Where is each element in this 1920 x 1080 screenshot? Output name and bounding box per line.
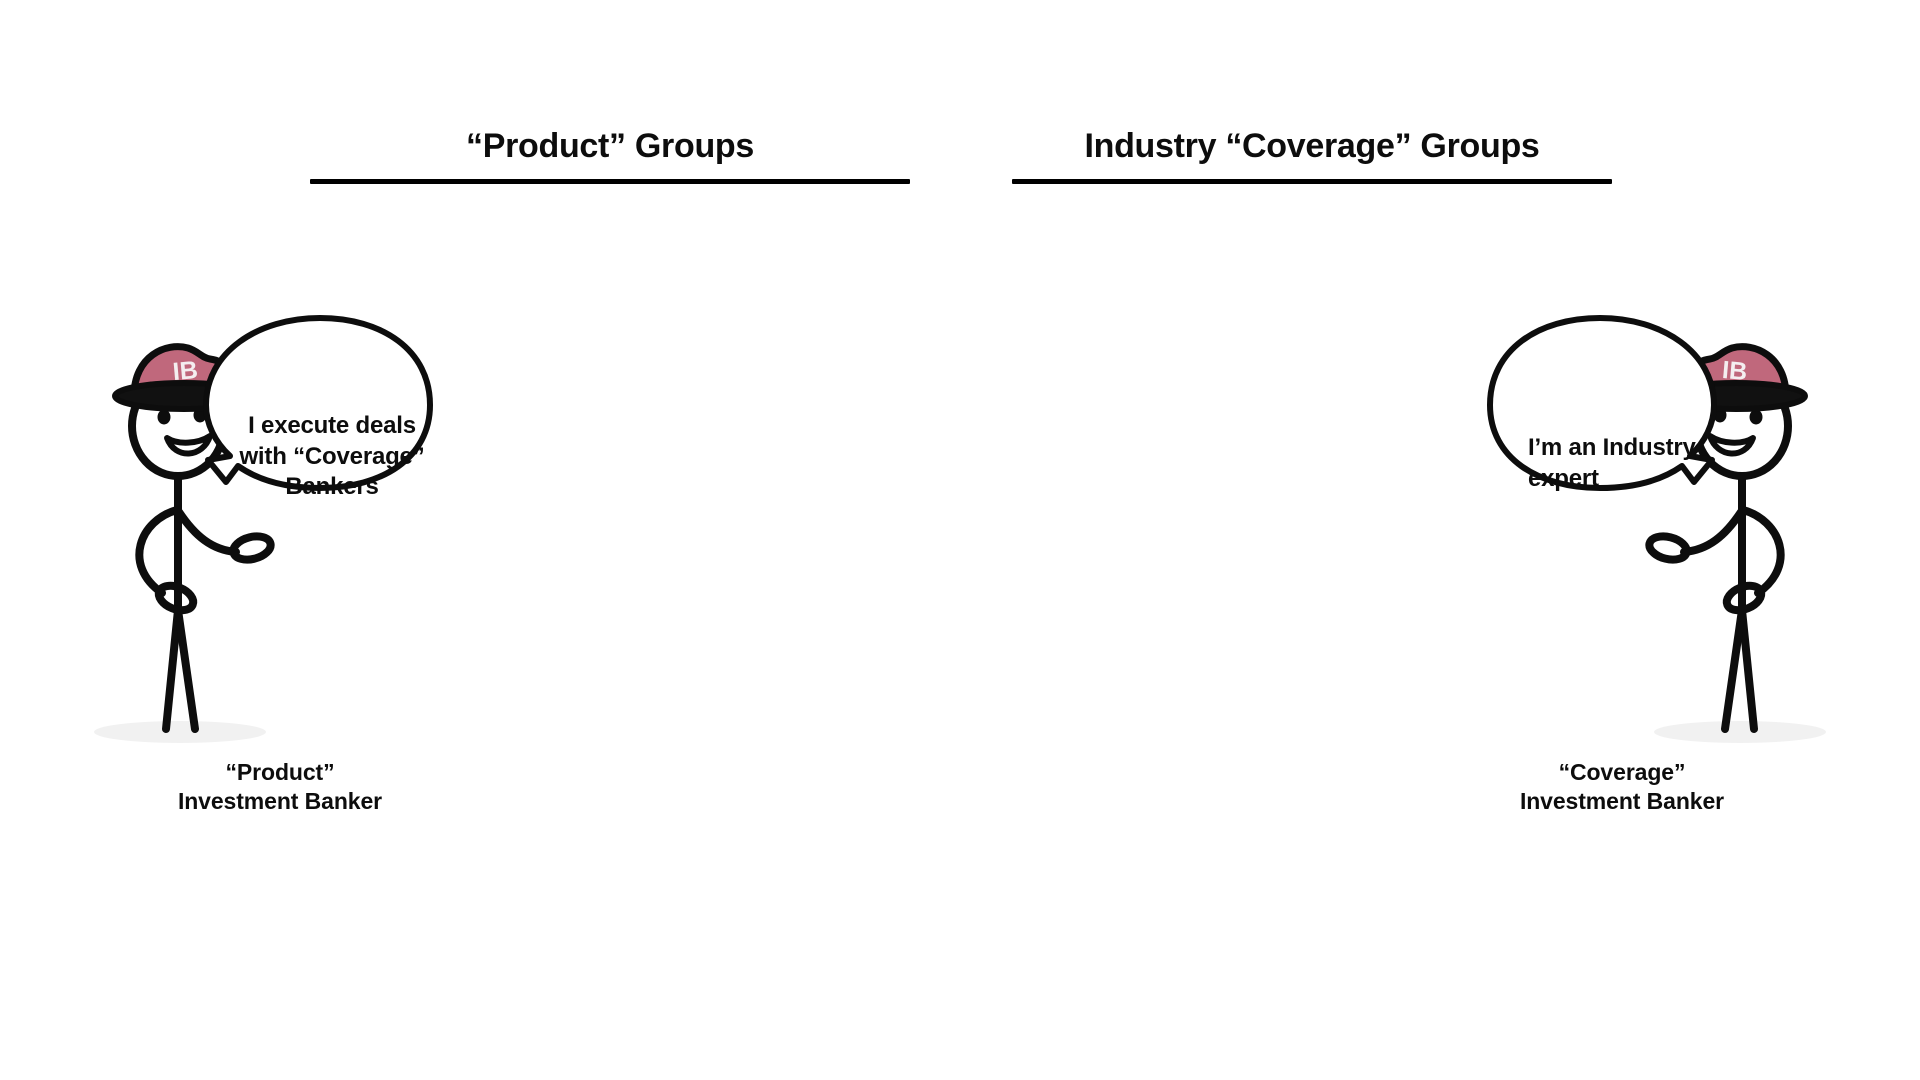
figure-group-product: IB I execute deals with “Coverage” Banke… [30, 315, 550, 1080]
speech-line: expert [1528, 464, 1599, 492]
figure-group-coverage: IB I’m an Industry expert “Coverage” Inv… [1370, 315, 1890, 1080]
figure-caption-product: “Product” Investment Banker [70, 758, 490, 817]
stick-figure-product-illustration: IB [94, 315, 433, 743]
arm-left-icon [1739, 506, 1785, 597]
column-heading-coverage: Industry “Coverage” Groups [1012, 127, 1612, 185]
column-heading-product-text: “Product” Groups [466, 127, 754, 165]
stick-figure-coverage-illustration: IB [1487, 315, 1826, 743]
column-heading-product: “Product” Groups [310, 127, 910, 185]
eye-left-icon [157, 409, 171, 425]
arm-right-icon [175, 508, 240, 556]
mouth-icon [164, 433, 213, 457]
eye-left-icon [1749, 409, 1763, 425]
caption-line: Investment Banker [177, 788, 383, 815]
speech-line: I’m an Industry [1528, 434, 1696, 461]
arm-right-icon [1680, 508, 1745, 556]
ground-shadow-icon [1654, 721, 1826, 743]
speech-bubble-product-text: I execute deals with “Coverage” Bankers [222, 411, 442, 503]
caption-line: “Product” [225, 759, 335, 785]
column-heading-coverage-rule [1012, 179, 1612, 185]
ground-shadow-icon [94, 721, 266, 743]
speech-bubble-coverage-text: I’m an Industry expert [1528, 433, 1738, 494]
speech-bubble-coverage [1487, 315, 1717, 491]
hand-right-icon [1645, 532, 1691, 564]
legs-icon [1721, 606, 1758, 733]
hand-left-icon [1722, 581, 1766, 615]
hat-monogram-text: IB [172, 356, 199, 386]
speech-bubble-product [203, 315, 433, 491]
speech-line: I execute deals [248, 412, 416, 439]
speech-line: with “Coverage” [239, 442, 425, 470]
caption-line: “Coverage” [1558, 759, 1686, 785]
hand-right-icon [229, 532, 275, 564]
column-heading-product-rule [310, 179, 910, 185]
hat-monogram-text: IB [1721, 356, 1748, 386]
caption-line: Investment Banker [1519, 788, 1725, 815]
mouth-icon [1707, 433, 1756, 457]
figure-caption-coverage: “Coverage” Investment Banker [1412, 758, 1832, 817]
hand-left-icon [154, 581, 198, 615]
column-heading-coverage-text: Industry “Coverage” Groups [1084, 127, 1540, 165]
arm-left-icon [135, 506, 181, 597]
speech-line: Bankers [285, 473, 379, 501]
legs-icon [162, 606, 199, 733]
